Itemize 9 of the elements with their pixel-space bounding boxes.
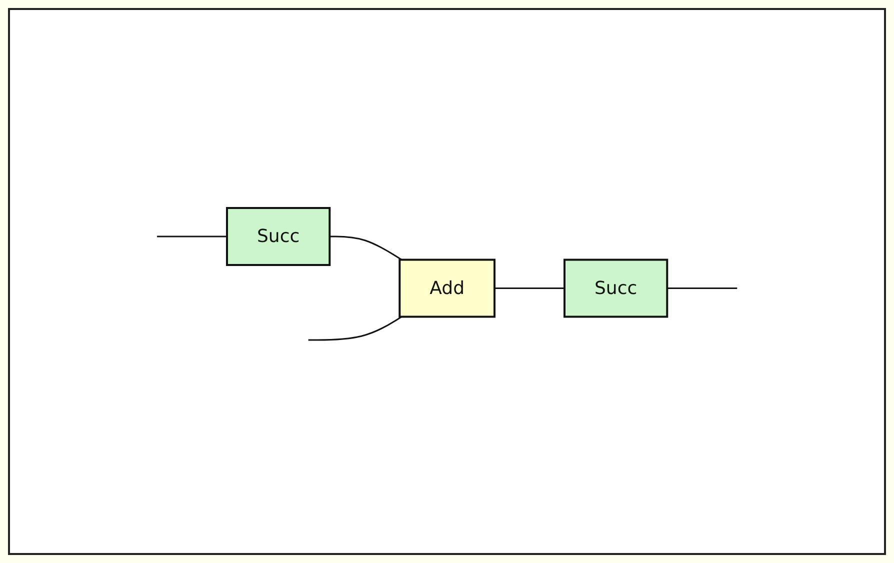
node-box [563,258,668,318]
connector [667,288,738,289]
connector [156,236,227,238]
connector [308,316,402,341]
connector [330,236,402,260]
node-box [226,207,331,266]
flow-diagram: Succ Add Succ [88,200,806,363]
connector [494,288,564,289]
node-box [398,258,496,318]
